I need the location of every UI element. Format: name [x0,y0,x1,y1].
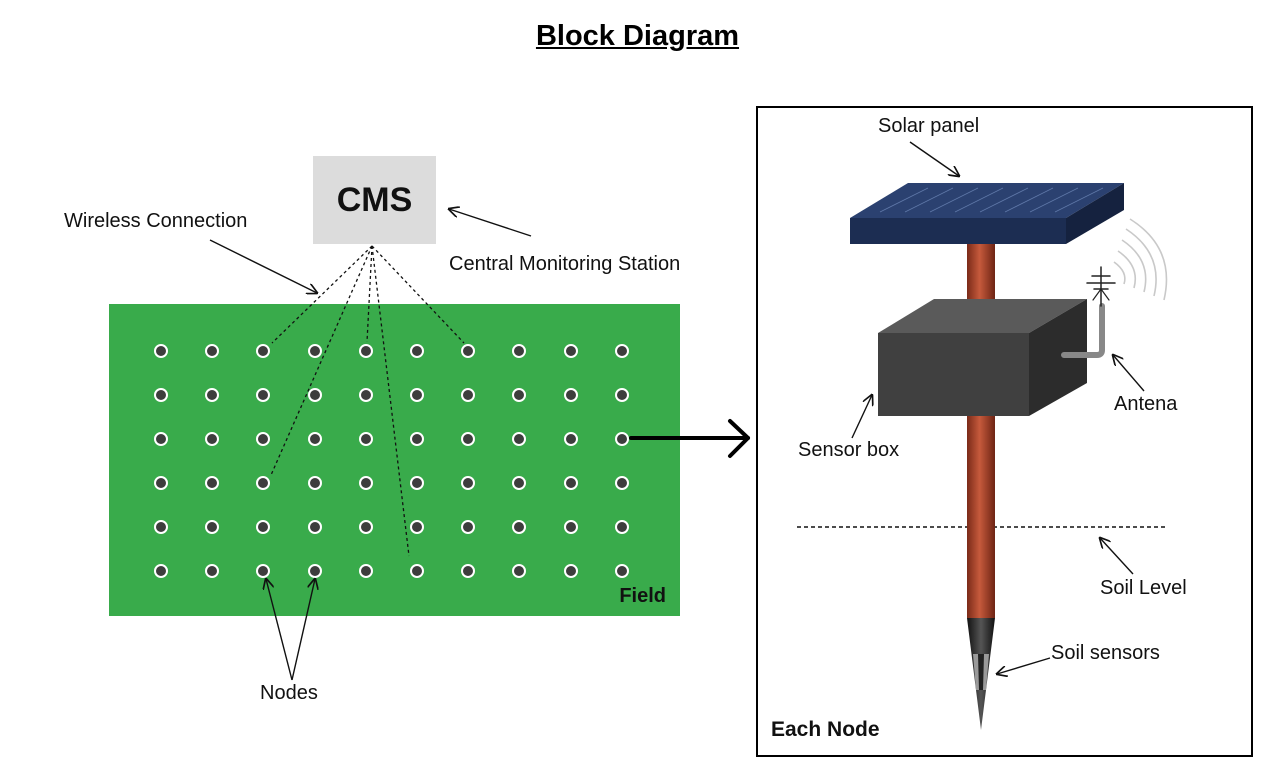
signal-waves [1113,218,1168,301]
sensor-box [878,299,1087,416]
solar-panel [850,183,1124,244]
pole-lower [967,416,995,618]
field-node [256,344,271,358]
field-node [614,388,629,402]
field-node [410,344,424,358]
field-node [154,476,168,490]
field-node [512,564,527,578]
diagram-title: Block Diagram [535,20,740,52]
field-node [614,476,629,490]
antenna-arrow [1113,355,1145,392]
wireless-connection-label: Wireless Connection [64,210,248,232]
field-node [205,344,220,358]
soil-level-arrow [1100,538,1134,575]
soil-level-label: Soil Level [1100,577,1187,599]
field-node [358,344,373,358]
field-node [154,388,168,402]
field-node [614,564,629,578]
field-node [256,476,271,490]
wireless-link [270,245,373,476]
field-label: Field [619,585,666,607]
field-node [410,476,424,490]
sensor-box-arrow [851,395,872,439]
sensor-box-label: Sensor box [798,439,900,461]
cms-label: CMS [336,180,413,219]
nodes-arrow [291,579,315,681]
field-node [461,344,476,358]
field-node [410,432,424,446]
field: Field [109,304,680,616]
cms-description: Central Monitoring Station [449,253,681,275]
wireless-link [371,245,410,557]
field-node [256,388,271,402]
field-node [563,388,578,402]
field-node [154,564,168,578]
wireless-link [366,245,373,343]
wireless-link [271,245,373,344]
soil-sensors-label: Soil sensors [1051,642,1160,664]
field-node [410,520,424,534]
field-node [461,432,476,446]
field-node [563,432,578,446]
field-node [461,388,476,402]
field-node [358,432,373,446]
field-node [512,344,527,358]
field-node [154,432,168,446]
node-detail-panel [756,106,1253,757]
field-node [205,520,220,534]
field-node [512,520,527,534]
field-node [307,520,322,534]
solar-panel-arrow [909,141,959,176]
field-node [563,476,578,490]
field-node [563,564,578,578]
soil-sensors-arrow [997,657,1051,674]
each-node-caption: Each Node [771,718,880,741]
field-node [563,344,578,358]
field-node [563,520,578,534]
field-node [512,432,527,446]
cms-box: CMS [313,156,436,244]
cms-description-arrow [449,209,532,237]
field-node [205,476,220,490]
field-node [154,344,168,358]
field-node [358,388,373,402]
field-node [461,520,476,534]
field-node [205,388,220,402]
field-to-node-arrow [629,419,750,458]
field-node [614,520,629,534]
field-node [307,432,322,446]
field-node [205,564,220,578]
wireless-label-arrow [209,239,317,293]
antenna-label: Antena [1114,393,1178,415]
field-node [512,476,527,490]
nodes-label: Nodes [260,682,318,704]
field-node [205,432,220,446]
field-node [614,432,629,446]
field-node [512,388,527,402]
field-node [410,564,424,578]
soil-sensor-spike [967,618,995,730]
field-node [614,344,629,358]
field-node [256,432,271,446]
field-node [154,520,168,534]
field-node [461,476,476,490]
field-node [461,564,476,578]
field-node [358,520,373,534]
field-node [307,344,322,358]
field-node [358,564,373,578]
nodes-arrow [266,579,293,681]
field-node [358,476,373,490]
field-node [307,476,322,490]
wireless-link [371,245,465,344]
field-node [410,388,424,402]
solar-panel-label: Solar panel [878,115,980,137]
antenna [1061,266,1116,358]
field-node [307,388,322,402]
wireless-links [270,245,465,557]
field-node [256,520,271,534]
